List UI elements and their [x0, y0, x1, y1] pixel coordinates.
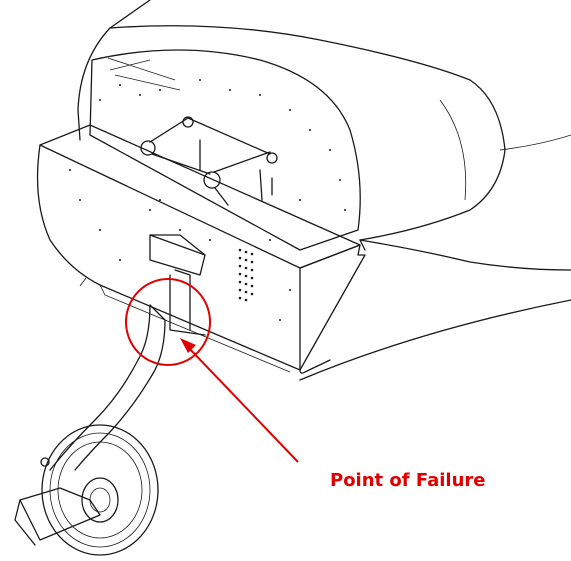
- rivets: [69, 79, 346, 321]
- bulkhead-upper: [89, 49, 361, 251]
- vent-grille: [238, 248, 254, 302]
- point-of-failure-label: Point of Failure: [330, 470, 486, 491]
- gear-bracket: [149, 234, 206, 336]
- arrow-icon: [180, 338, 299, 463]
- failure-circle-icon: [125, 278, 211, 366]
- landing-gear-icon: [49, 304, 166, 471]
- fuselage-outline: [77, 0, 571, 381]
- control-linkage: [140, 116, 278, 206]
- wheel-icon: [14, 424, 159, 556]
- tail-cone-box: [36, 124, 366, 374]
